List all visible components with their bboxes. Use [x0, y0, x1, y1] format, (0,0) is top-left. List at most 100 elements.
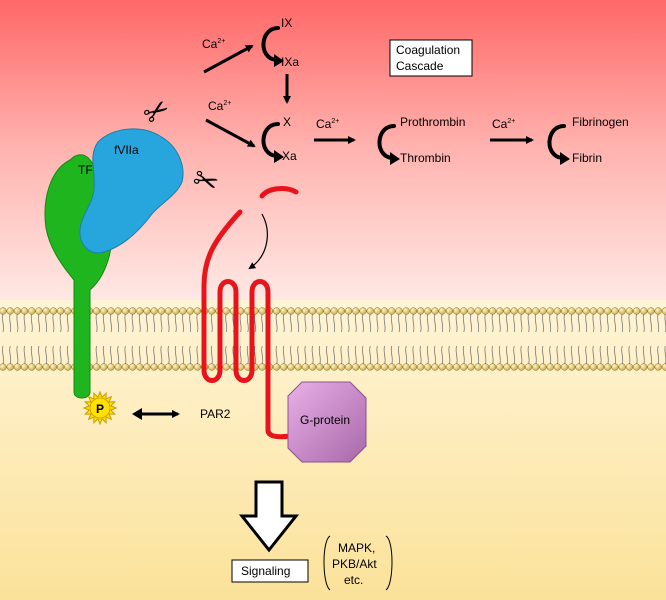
par2-receptor — [259, 186, 299, 199]
signaling-label: Signaling — [241, 564, 290, 578]
lipid-tail — [398, 313, 400, 365]
effectors-left-bracket — [323, 535, 331, 591]
lipid-head — [481, 363, 490, 371]
lipid-head — [92, 363, 101, 371]
phosphate-label: P — [96, 402, 104, 416]
lipid-head — [28, 307, 36, 315]
lipid-tail — [448, 313, 451, 365]
lipid-tail — [59, 313, 62, 365]
lipid-tail — [369, 313, 372, 365]
lipid-head — [654, 307, 662, 315]
lipid-head — [0, 363, 7, 371]
lipid-head — [179, 363, 187, 371]
lipid-tail — [470, 313, 472, 365]
lipid-tail — [30, 313, 33, 365]
lipid-tail — [102, 313, 105, 365]
lipid-head — [546, 363, 554, 371]
lipid-head — [42, 307, 50, 315]
lipid-tail — [578, 313, 580, 365]
lipid-tail — [275, 313, 278, 365]
coagulation-title-line1: Coagulation — [396, 43, 460, 57]
lipid-head — [474, 363, 482, 371]
hook-x-to-xa-icon — [261, 122, 280, 158]
lipid-head — [208, 363, 216, 371]
lipid-head — [560, 307, 569, 315]
lipid-head — [208, 307, 216, 315]
lipid-head — [568, 363, 576, 371]
fibrinogen-label: Fibrinogen — [572, 115, 629, 129]
lipid-tail — [556, 313, 559, 365]
lipid-head — [100, 307, 108, 315]
lipid-head — [661, 307, 666, 315]
lipid-head — [589, 363, 598, 371]
thrombin-label: Thrombin — [400, 151, 451, 165]
lipid-tail — [542, 313, 544, 365]
phosphate-circle — [89, 397, 111, 419]
lipid-head — [582, 307, 590, 315]
lipid-head — [49, 307, 58, 315]
lipid-head — [64, 363, 72, 371]
tf-label: TF — [78, 163, 93, 177]
lipid-head — [308, 307, 317, 315]
effectors-line3: etc. — [344, 573, 363, 587]
lipid-tail — [95, 313, 98, 365]
lipid-head — [438, 307, 446, 315]
lipid-tail — [210, 313, 213, 365]
lipid-tail — [513, 313, 516, 365]
lipid-head — [352, 363, 360, 371]
ca-label-ix: Ca2+ — [202, 37, 225, 51]
lipid-bilayer-membrane — [0, 307, 666, 371]
lipid-head — [496, 363, 504, 371]
lipid-head — [366, 363, 374, 371]
lipid-tail — [131, 313, 134, 365]
lipid-head — [294, 363, 302, 371]
lipid-head — [359, 307, 367, 315]
lipid-head — [258, 307, 266, 315]
lipid-head — [150, 363, 158, 371]
lipid-head — [611, 307, 619, 315]
lipid-tail — [66, 313, 69, 365]
lipid-tail — [9, 313, 12, 365]
arrow-ca-to-ix — [203, 44, 254, 74]
lipid-tail — [498, 313, 501, 365]
lipid-head — [510, 363, 518, 371]
lipid-head — [409, 363, 418, 371]
gprotein-shape — [287, 381, 367, 463]
lipid-tail — [520, 313, 523, 365]
lipid-head — [582, 363, 590, 371]
lipid-head — [301, 307, 310, 315]
ca-label-prothrombin: Ca2+ — [316, 117, 339, 131]
lipid-tail — [189, 313, 192, 365]
lipid-tail — [167, 313, 170, 365]
lipid-tail — [196, 313, 199, 365]
lipid-tail — [585, 313, 588, 365]
hook-prothrombin-to-thrombin-head — [390, 152, 400, 165]
lipid-tail — [635, 313, 638, 365]
lipid-head — [596, 307, 605, 315]
factor-ix-label: IX — [281, 16, 292, 30]
lipid-tail — [340, 313, 343, 365]
lipid-tail — [261, 313, 264, 365]
lipid-head — [222, 307, 230, 315]
lipid-head — [280, 363, 288, 371]
lipid-head — [416, 363, 425, 371]
lipid-head — [568, 307, 576, 315]
par2-label: PAR2 — [200, 407, 231, 421]
lipid-head — [172, 307, 180, 315]
effectors-line1: MAPK, — [338, 541, 375, 555]
lipid-tail — [146, 313, 148, 365]
hook-ix-to-ixa-icon — [261, 26, 280, 62]
effectors-right-bracket — [385, 535, 393, 591]
lipid-head — [632, 363, 641, 371]
lipid-tail — [311, 313, 314, 365]
lipid-tail — [599, 313, 602, 365]
lipid-head — [546, 307, 554, 315]
factor-ixa-label: IXa — [281, 55, 299, 69]
lipid-head — [114, 307, 122, 315]
lipid-head — [625, 363, 634, 371]
lipid-head — [49, 363, 58, 371]
lipid-tail — [642, 313, 645, 365]
hook-prothrombin-to-thrombin-icon — [377, 124, 396, 160]
lipid-head — [222, 363, 230, 371]
